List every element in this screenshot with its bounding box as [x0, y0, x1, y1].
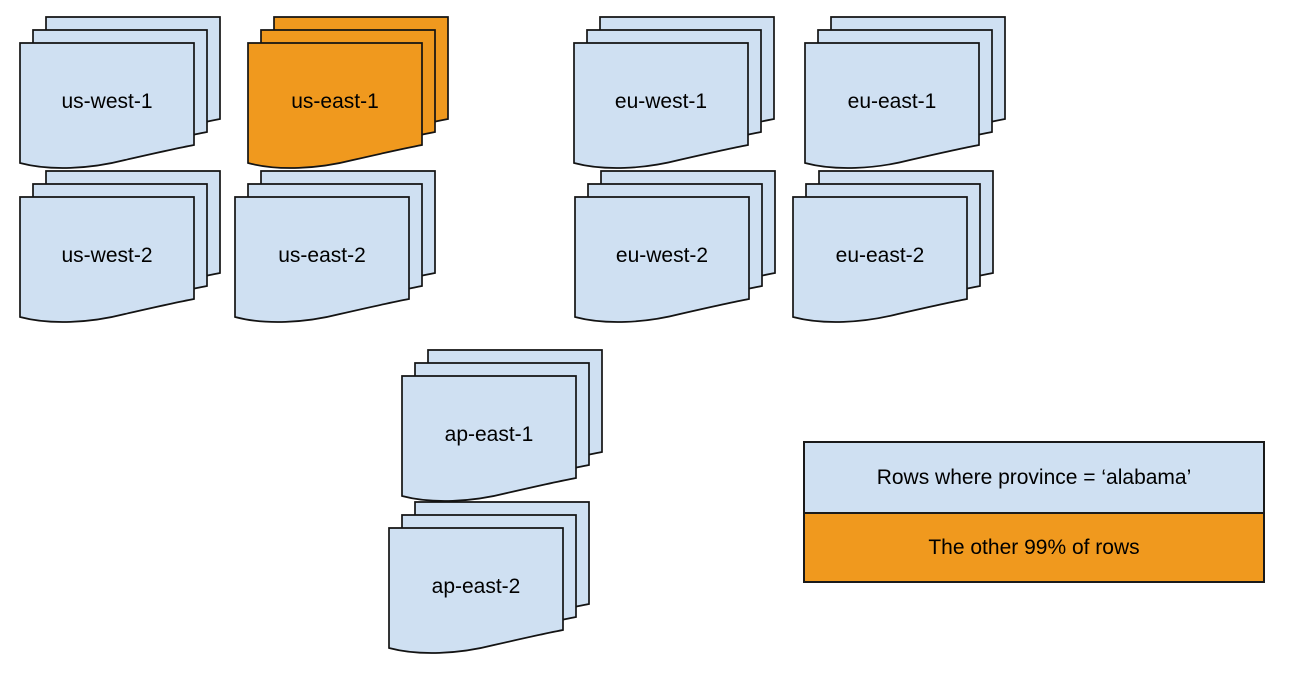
region-label: eu-east-1: [847, 90, 937, 113]
region-label: ap-east-1: [444, 423, 534, 446]
region-stack-us-west-2: us-west-2: [18, 169, 223, 329]
region-label: eu-west-2: [615, 244, 709, 267]
region-label: eu-west-1: [614, 90, 708, 113]
region-stack-us-east-2: us-east-2: [233, 169, 438, 329]
region-label: us-west-1: [61, 90, 153, 113]
region-stack-us-west-1: us-west-1: [18, 15, 223, 175]
region-label: ap-east-2: [431, 575, 521, 598]
region-stack-ap-east-1: ap-east-1: [400, 348, 605, 508]
legend-label-alabama: Rows where province = ‘alabama’: [876, 465, 1192, 489]
region-stack-us-east-1: us-east-1: [246, 15, 451, 175]
region-label: us-west-2: [61, 244, 153, 267]
legend-row-other-rows: The other 99% of rows: [805, 512, 1263, 581]
region-stack-eu-west-2: eu-west-2: [573, 169, 778, 329]
region-stack-ap-east-2: ap-east-2: [387, 500, 592, 660]
legend-row-alabama: Rows where province = ‘alabama’: [805, 443, 1263, 512]
region-stack-eu-east-2: eu-east-2: [791, 169, 996, 329]
region-label: us-east-1: [291, 90, 379, 113]
legend-label-other-rows: The other 99% of rows: [928, 535, 1140, 559]
region-label: eu-east-2: [835, 244, 925, 267]
region-label: us-east-2: [278, 244, 366, 267]
region-stack-eu-east-1: eu-east-1: [803, 15, 1008, 175]
legend: Rows where province = ‘alabama’ The othe…: [803, 441, 1265, 583]
region-stack-eu-west-1: eu-west-1: [572, 15, 777, 175]
